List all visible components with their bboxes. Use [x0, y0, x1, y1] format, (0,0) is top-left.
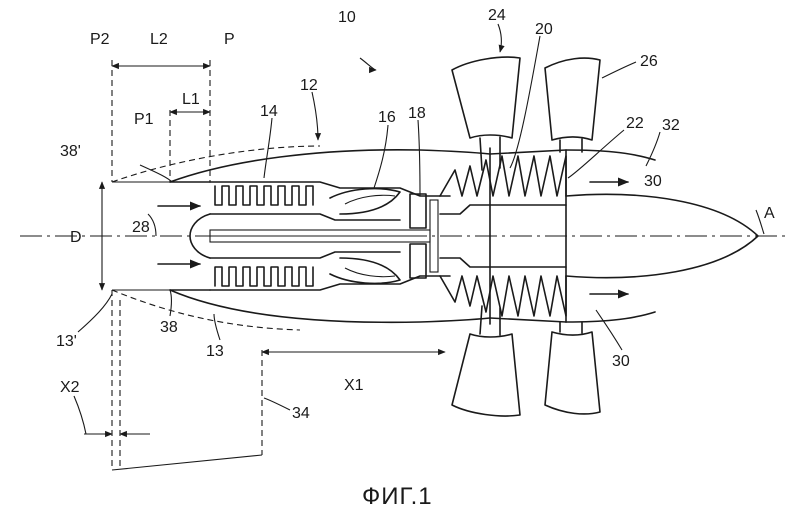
- exhaust-cone: [565, 193, 759, 279]
- turbine-hub: [429, 199, 439, 273]
- label-13-prime: 13': [56, 333, 77, 350]
- compressor-upper: [214, 185, 314, 206]
- leader-16: [373, 124, 389, 189]
- leader-22: [567, 129, 625, 179]
- leader-x2: [73, 395, 87, 435]
- leader-12: [311, 91, 322, 141]
- front-prop-lower-stem: [479, 305, 483, 335]
- pt-casing-upper: [489, 149, 567, 155]
- rear-propeller-upper: [544, 57, 601, 141]
- leader-a: [755, 209, 765, 235]
- exhaust-duct-upper: [565, 149, 656, 161]
- hp-turbine-upper: [409, 193, 427, 229]
- combustor-upper: [329, 187, 401, 215]
- label-30-upper: 30: [644, 173, 662, 190]
- reference-base-line: [111, 454, 263, 471]
- compressor-lower-rotor: [209, 251, 401, 259]
- leader-26: [601, 61, 637, 79]
- label-d: D: [70, 229, 82, 246]
- leader-14: [263, 117, 273, 179]
- label-p: P: [224, 31, 235, 48]
- combustor-lower: [329, 257, 401, 285]
- leader-13: [213, 313, 221, 341]
- label-p1: P1: [134, 111, 154, 128]
- nacelle-lower-outer: [169, 289, 491, 324]
- label-24: 24: [488, 7, 506, 24]
- label-32: 32: [662, 117, 680, 134]
- leader-28: [147, 213, 157, 237]
- leader-38: [169, 289, 173, 317]
- label-28: 28: [132, 219, 150, 236]
- label-22: 22: [626, 115, 644, 132]
- rear-propeller-lower: [544, 331, 601, 415]
- front-propeller-lower: [451, 333, 521, 417]
- inner-spinner: [189, 213, 211, 259]
- power-turbine-lower: [439, 275, 567, 317]
- leader-32: [645, 131, 661, 167]
- pt-casing-lower: [489, 317, 567, 323]
- label-x2: X2: [60, 379, 80, 396]
- leader-10: [359, 57, 377, 74]
- label-l1: L1: [182, 91, 200, 108]
- nacelle-upper-outer: [169, 148, 491, 183]
- label-12: 12: [300, 77, 318, 94]
- label-30-lower: 30: [612, 353, 630, 370]
- label-a: A: [764, 205, 775, 222]
- label-10: 10: [338, 9, 356, 26]
- leader-13p: [77, 293, 113, 333]
- label-l2: L2: [150, 31, 168, 48]
- label-38-prime: 38': [60, 143, 81, 160]
- power-turbine-upper: [439, 155, 567, 197]
- label-34: 34: [292, 405, 310, 422]
- hp-turbine-lower: [409, 243, 427, 279]
- nacelle-upper-extended: [111, 145, 321, 183]
- leader-30b: [595, 309, 623, 351]
- label-26: 26: [640, 53, 658, 70]
- power-turbine-upper-hub: [439, 204, 567, 215]
- leader-20: [509, 35, 541, 169]
- label-20: 20: [535, 21, 553, 38]
- combustor-upper-inner: [344, 194, 396, 205]
- leader-38p: [139, 164, 173, 183]
- leader-24: [497, 23, 505, 53]
- front-propeller-upper: [451, 56, 521, 139]
- nacelle-lower-extended: [111, 289, 301, 331]
- label-18: 18: [408, 105, 426, 122]
- label-38: 38: [160, 319, 178, 336]
- label-13: 13: [206, 343, 224, 360]
- power-turbine-lower-hub: [439, 257, 567, 268]
- front-prop-upper-stem: [479, 137, 483, 171]
- figure-caption: ФИГ.1: [362, 483, 433, 510]
- combustor-lower-inner: [344, 267, 396, 278]
- compressor-upper-rotor: [209, 213, 401, 221]
- label-x1: X1: [344, 377, 364, 394]
- label-14: 14: [260, 103, 278, 120]
- label-p2: P2: [90, 31, 110, 48]
- exhaust-duct-lower: [565, 311, 656, 323]
- label-16: 16: [378, 109, 396, 126]
- leader-34: [263, 397, 291, 411]
- leader-18: [417, 119, 421, 197]
- compressor-lower: [214, 266, 314, 287]
